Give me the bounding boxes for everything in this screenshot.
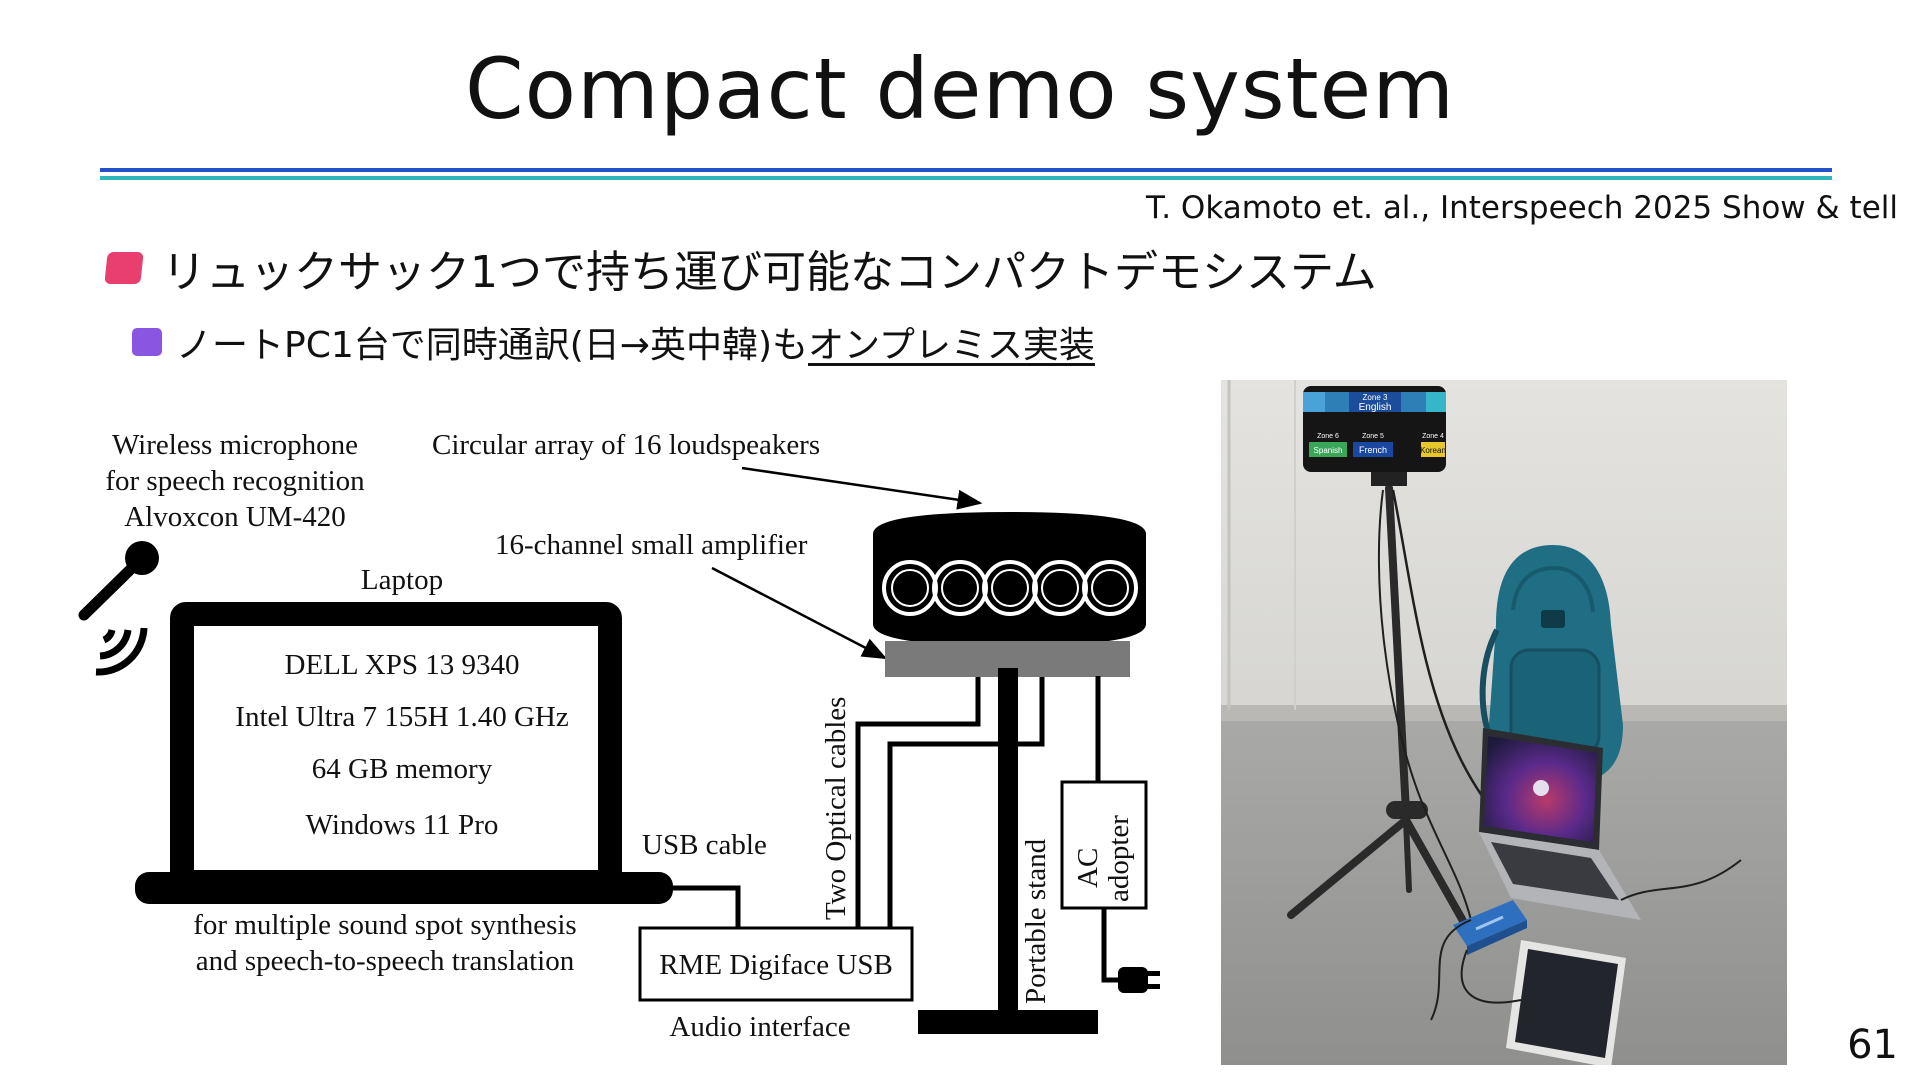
portable-stand	[918, 668, 1098, 1034]
power-plug-icon	[1118, 967, 1160, 993]
usb-cable	[668, 885, 741, 928]
lang-left-label: Spanish	[1314, 446, 1343, 455]
purpose-label-1: for multiple sound spot synthesis	[193, 909, 576, 941]
speaker-array-arrow	[741, 466, 983, 510]
slide-title: Compact demo system	[464, 40, 1456, 138]
bullet-main: リュックサック1つで持ち運び可能なコンパクトデモシステム	[104, 236, 1377, 300]
microphone-icon	[78, 541, 159, 621]
title-rule-blue	[100, 168, 1832, 172]
amplifier-label: 16-channel small amplifier	[495, 529, 808, 561]
zone-right-label: Zone 4	[1422, 433, 1444, 440]
ac-adapter-box	[1060, 780, 1148, 910]
lang-mid-label: French	[1359, 445, 1387, 455]
loudspeaker-array-icon	[873, 512, 1146, 646]
bullet-square-icon	[104, 252, 144, 284]
purpose-label-2: and speech-to-speech translation	[196, 945, 575, 977]
bullet-sub-text: ノートPC1台で同時通訳(日→英中韓)も	[176, 325, 809, 366]
lang-right-label: Korean	[1420, 446, 1446, 455]
mic-label-2: for speech recognition	[105, 465, 365, 497]
zone-left-label: Zone 6	[1317, 433, 1339, 440]
laptop-spec-2: Intel Ultra 7 155H 1.40 GHz	[235, 701, 569, 733]
audio-interface-name: RME Digiface USB	[659, 949, 893, 981]
mic-label-1: Wireless microphone	[112, 429, 358, 461]
laptop-label: Laptop	[361, 564, 443, 596]
bullet-sub-underlined-text: オンプレミス実装	[808, 325, 1095, 366]
audio-interface-label: Audio interface	[669, 1011, 850, 1043]
page-number: 61	[1847, 1022, 1898, 1068]
amplifier-arrow	[711, 566, 888, 660]
laptop-spec-1: DELL XPS 13 9340	[285, 649, 520, 681]
mic-label-3: Alvoxcon UM-420	[124, 501, 346, 533]
ac-adapter-label-2: adopter	[1103, 815, 1135, 902]
bullet-main-text: リュックサック1つで持ち運び可能なコンパクトデモシステム	[162, 247, 1377, 298]
laptop-spec-4: Windows 11 Pro	[306, 809, 499, 841]
ac-adapter-label-1: AC	[1072, 848, 1104, 888]
audio-interface-box	[638, 926, 914, 1002]
optical-cable-1	[855, 676, 981, 928]
zone-mid-label: Zone 5	[1362, 433, 1384, 440]
setup-photo: Zone 3 English Zone 6 Spanish Zone 5 Fre…	[1221, 380, 1787, 1065]
usb-cable-label: USB cable	[642, 829, 767, 861]
system-diagram: Wireless microphone for speech recogniti…	[78, 429, 1160, 1043]
title-rule-teal	[100, 176, 1832, 180]
bullet-sub: ノートPC1台で同時通訳(日→英中韓)もオンプレミス実装	[132, 316, 1095, 368]
citation: T. Okamoto et. al., Interspeech 2025 Sho…	[1145, 190, 1898, 226]
zone-top-label: Zone 3	[1363, 393, 1388, 402]
portable-stand-label: Portable stand	[1020, 838, 1052, 1004]
optical-cable-2	[887, 676, 1045, 928]
laptop-spec-3: 64 GB memory	[312, 753, 493, 785]
laptop-icon	[135, 602, 673, 904]
wireless-signal-icon	[95, 627, 148, 676]
optical-cables-label: Two Optical cables	[820, 697, 852, 920]
speaker-array-label: Circular array of 16 loudspeakers	[432, 429, 820, 461]
lang-top-label: English	[1359, 402, 1392, 413]
sub-bullet-square-icon	[132, 328, 162, 356]
